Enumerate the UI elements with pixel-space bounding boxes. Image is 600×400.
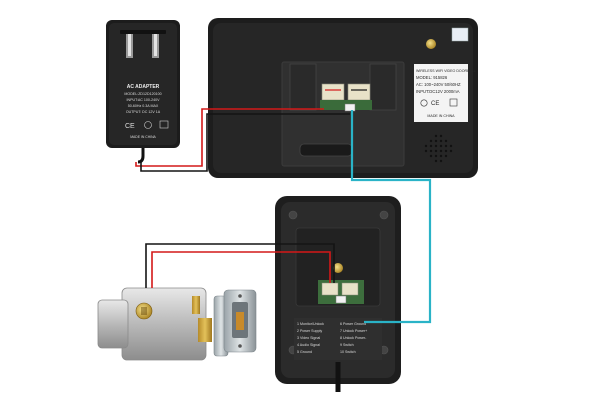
terminal-legend-line: 9 Switch — [340, 343, 354, 347]
bracket-slot — [299, 143, 353, 157]
speaker-hole — [439, 154, 443, 158]
speaker-hole — [434, 159, 438, 163]
electric-lock — [97, 287, 257, 361]
speaker-hole — [439, 149, 443, 153]
adapter-line: MODEL:ZD12D120100 — [124, 92, 161, 96]
monitor-made-in: MADE IN CHINA — [427, 114, 455, 118]
signal-wire-cyan — [350, 110, 432, 324]
speaker-hole — [434, 144, 438, 148]
power-wire-red — [135, 108, 324, 167]
speaker-hole — [439, 144, 443, 148]
terminal-legend-line: 4 Audio Signal — [297, 343, 320, 347]
monitor-label-line: INPUT:DC12V 2000mA — [416, 89, 460, 94]
recycle-icon — [449, 98, 458, 107]
ac-adapter: AC ADAPTER MODEL:ZD12D120100 INPUT:AC 10… — [106, 20, 180, 164]
speaker-hole — [444, 149, 448, 153]
terminal-legend-line: 10 Switch — [340, 350, 356, 354]
terminal-legend-line: 6 Power Ground — [340, 322, 366, 326]
qc-sticker — [451, 27, 469, 42]
certification-icon — [420, 99, 428, 107]
speaker-hole — [434, 149, 438, 153]
certification-icon — [144, 121, 152, 129]
speaker-hole — [429, 149, 433, 153]
ce-mark-icon: CE — [431, 101, 439, 107]
outdoor-doorbell: 1 Monitor/Unlock 2 Power Supply 3 Video … — [275, 196, 401, 392]
monitor-label-line: WIRELESS WIFI VIDEO DOORBELL — [416, 69, 476, 73]
monitor-label: WIRELESS WIFI VIDEO DOORBELL MODEL: 9158… — [414, 64, 476, 122]
monitor-label-line: AC: 100~240V 50/60HZ — [416, 82, 461, 87]
speaker-hole — [444, 139, 448, 143]
mount-screw-icon — [426, 39, 436, 49]
terminal-legend-line: 2 Power Supply — [297, 329, 322, 333]
terminal-legend-line: 7 Unlock Power+ — [340, 329, 367, 333]
speaker-hole — [439, 159, 443, 163]
speaker-hole — [429, 154, 433, 158]
speaker-hole — [444, 154, 448, 158]
adapter-line: 50-60Hz 0.3A MAX — [128, 104, 159, 108]
speaker-hole — [444, 144, 448, 148]
speaker-hole — [449, 144, 453, 148]
speaker-hole — [449, 149, 453, 153]
speaker-grille — [424, 134, 453, 163]
terminal-legend-line: 3 Video Signal — [297, 336, 320, 340]
wires — [135, 108, 432, 324]
adapter-heading: AC ADAPTER — [127, 84, 160, 90]
terminal-legend-line: 8 Unlock Power- — [340, 336, 367, 340]
terminal-legend: 1 Monitor/Unlock 2 Power Supply 3 Video … — [294, 318, 382, 360]
speaker-hole — [434, 134, 438, 138]
adapter-line: INPUT:AC 100-240V — [127, 98, 161, 102]
adapter-cable — [137, 148, 145, 164]
speaker-hole — [434, 139, 438, 143]
screw-hole-icon — [288, 210, 298, 220]
plug-prongs — [120, 30, 166, 58]
power-wire-black — [140, 113, 350, 172]
lock-wire-red — [151, 251, 331, 288]
speaker-hole — [434, 154, 438, 158]
lock-latch — [198, 318, 212, 342]
screw-hole-icon — [379, 210, 389, 220]
adjust-screw-icon — [333, 263, 343, 273]
doorbell-terminals — [318, 280, 364, 304]
adapter-line: OUTPUT: DC 12V 1A — [126, 110, 161, 114]
indoor-monitor: WIRELESS WIFI VIDEO DOORBELL MODEL: 9158… — [208, 18, 478, 178]
speaker-hole — [439, 139, 443, 143]
speaker-hole — [429, 139, 433, 143]
monitor-terminals — [320, 83, 372, 112]
recycle-icon — [159, 120, 169, 129]
speaker-hole — [424, 144, 428, 148]
speaker-hole — [439, 134, 443, 138]
adapter-label: AC ADAPTER MODEL:ZD12D120100 INPUT:AC 10… — [124, 84, 169, 139]
adapter-footer: MADE IN CHINA — [130, 135, 156, 139]
terminal-legend-line: 1 Monitor/Unlock — [297, 322, 324, 326]
speaker-hole — [424, 149, 428, 153]
monitor-label-line: MODEL: 915826 — [416, 75, 448, 80]
lock-wire-black — [145, 243, 335, 288]
terminal-legend-line: 5 Ground — [297, 350, 312, 354]
speaker-hole — [429, 144, 433, 148]
ce-mark-icon: CE — [125, 123, 135, 130]
